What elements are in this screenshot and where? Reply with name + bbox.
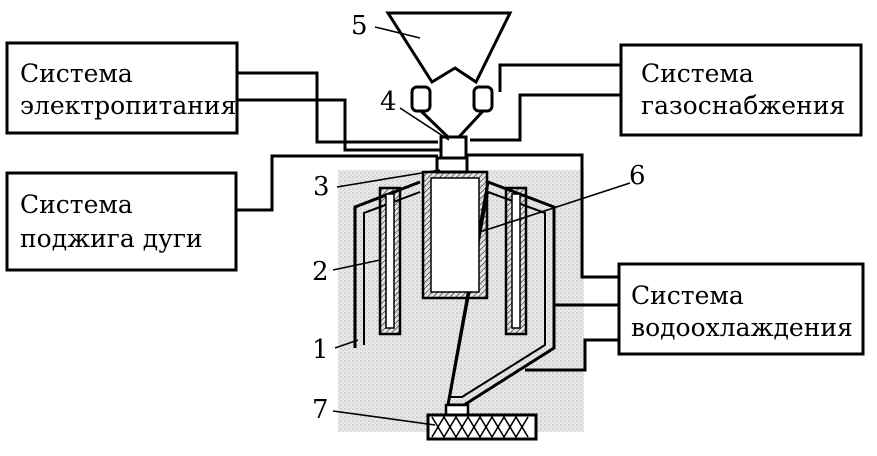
power-system-box: Система электропитания [5, 41, 239, 135]
connection-wires [236, 63, 621, 372]
callout-5: 5 [351, 11, 368, 41]
powder-hopper [385, 11, 513, 140]
callout-1: 1 [312, 335, 329, 365]
callout-7: 7 [312, 395, 329, 425]
ignition-system-label-1: Система [20, 190, 133, 219]
cooling-system-box: Система водоохлаждения [617, 262, 865, 356]
gas-system-label-2: газоснабжения [641, 91, 845, 120]
callout-2: 2 [312, 257, 329, 287]
power-system-label-1: Система [20, 59, 133, 88]
ignition-system-label-2: поджига дуги [20, 224, 203, 253]
plasma-torch [435, 135, 469, 174]
callout-3: 3 [313, 172, 330, 202]
power-system-label-2: электропитания [20, 91, 236, 120]
ignition-system-box: Система поджига дуги [5, 171, 238, 272]
cooling-system-label-1: Система [631, 281, 744, 310]
callout-numbers: 5 4 3 6 2 1 7 [312, 11, 646, 425]
gas-system-box: Система газоснабжения [619, 43, 863, 137]
discharge-conveyor [426, 403, 538, 441]
gas-system-label-1: Система [641, 59, 754, 88]
callout-4: 4 [380, 87, 397, 117]
reactor-vessel [353, 179, 556, 407]
reaction-chamber [421, 170, 489, 300]
leader-lines [332, 26, 631, 426]
callout-6: 6 [629, 161, 646, 191]
cooling-system-label-2: водоохлаждения [631, 313, 853, 342]
cooled-screens [378, 186, 528, 336]
